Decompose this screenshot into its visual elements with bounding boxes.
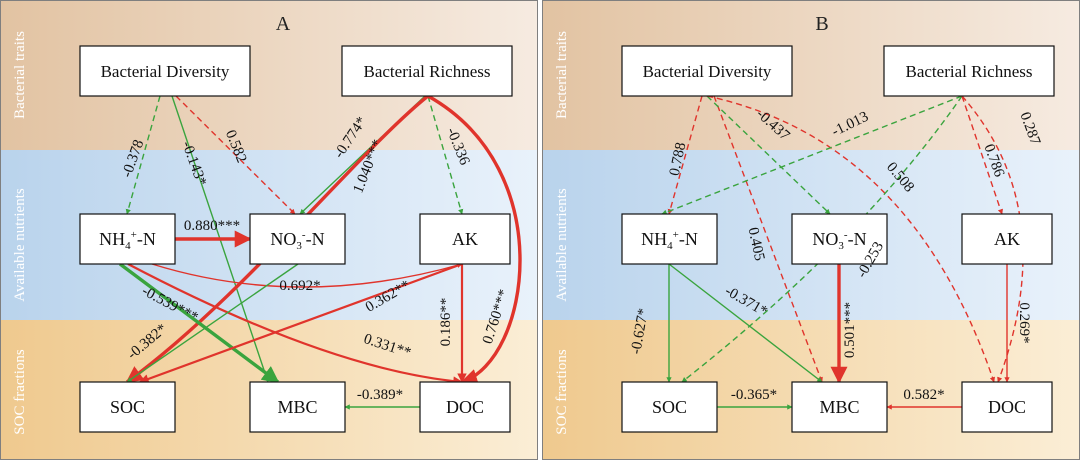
node-no3: NO3--N xyxy=(249,213,346,265)
node-br: Bacterial Richness xyxy=(341,45,513,97)
edge-no3-to-soc xyxy=(126,263,299,383)
edge-label: 0.692* xyxy=(279,278,320,294)
edge-br-to-nh4 xyxy=(661,95,963,215)
node-label-mbc: MBC xyxy=(277,397,317,417)
edge-label: 0.582* xyxy=(903,387,944,403)
edge-label: 0.880*** xyxy=(184,218,240,234)
edge-label: 0.788 xyxy=(667,141,690,177)
node-soc: SOC xyxy=(621,381,718,433)
node-label-bd: Bacterial Diversity xyxy=(643,62,772,81)
edge-nh4-to-ak xyxy=(151,262,463,288)
node-bd: Bacterial Diversity xyxy=(621,45,793,97)
edge-ak-to-soc xyxy=(139,262,463,384)
edge-bd-to-doc xyxy=(706,95,995,383)
band-label-nutrients: Available nutrients xyxy=(12,188,28,302)
node-doc: DOC xyxy=(961,381,1053,433)
edge-label: -0.365* xyxy=(731,387,777,403)
edge-label: -0.389* xyxy=(357,387,403,403)
panel-title: B xyxy=(815,13,828,35)
node-label-nh4: NH4+-N xyxy=(641,229,698,252)
edge-br-to-doc xyxy=(427,94,522,386)
node-nh4: NH4+-N xyxy=(79,213,176,265)
edge-bd-to-mbc xyxy=(713,95,823,383)
node-soc: SOC xyxy=(79,381,176,433)
edge-bd-to-nh4 xyxy=(667,95,703,215)
edge-label: 0.501*** xyxy=(842,302,858,358)
node-label-no3: NO3--N xyxy=(270,229,324,252)
node-ak: AK xyxy=(961,213,1053,265)
node-label-nh4: NH4+-N xyxy=(99,229,156,252)
panel-title: A xyxy=(276,13,291,35)
band-label-traits: Bacterial traits xyxy=(554,31,570,119)
node-nh4: NH4+-N xyxy=(621,213,718,265)
edge-nh4-to-mbc xyxy=(118,262,280,384)
node-label-ak: AK xyxy=(994,229,1020,249)
node-label-doc: DOC xyxy=(446,397,484,417)
edge-label: -0.627* xyxy=(628,307,652,355)
edge-bd-to-no3 xyxy=(175,95,296,215)
edge-bd-to-nh4 xyxy=(125,95,161,215)
edge-bd-to-no3 xyxy=(706,95,831,215)
edge-label: 0.269* xyxy=(1016,302,1032,343)
band-label-soc: SOC fractions xyxy=(554,349,570,435)
node-label-ak: AK xyxy=(452,229,478,249)
node-label-mbc: MBC xyxy=(819,397,859,417)
node-label-no3: NO3--N xyxy=(812,229,866,252)
node-label-soc: SOC xyxy=(110,397,145,417)
node-label-bd: Bacterial Diversity xyxy=(101,62,230,81)
edge-label: 0.405 xyxy=(745,226,768,262)
edge-nh4-to-doc xyxy=(127,263,463,387)
node-mbc: MBC xyxy=(791,381,888,433)
edge-br-to-ak xyxy=(427,95,464,215)
node-label-br: Bacterial Richness xyxy=(906,62,1033,81)
node-label-br: Bacterial Richness xyxy=(364,62,491,81)
band-label-traits: Bacterial traits xyxy=(12,31,28,119)
node-doc: DOC xyxy=(419,381,511,433)
edge-br-to-soc xyxy=(681,95,963,383)
band-label-nutrients: Available nutrients xyxy=(554,188,570,302)
node-bd: Bacterial Diversity xyxy=(79,45,251,97)
node-ak: AK xyxy=(419,213,511,265)
node-label-soc: SOC xyxy=(652,397,687,417)
node-br: Bacterial Richness xyxy=(883,45,1055,97)
edge-label: 0.186** xyxy=(438,298,454,347)
node-label-doc: DOC xyxy=(988,397,1026,417)
edge-br-to-ak xyxy=(961,95,1003,215)
node-no3: NO3--N xyxy=(791,213,888,265)
node-mbc: MBC xyxy=(249,381,346,433)
band-label-soc: SOC fractions xyxy=(12,349,28,435)
edge-nh4-to-mbc xyxy=(668,263,823,383)
